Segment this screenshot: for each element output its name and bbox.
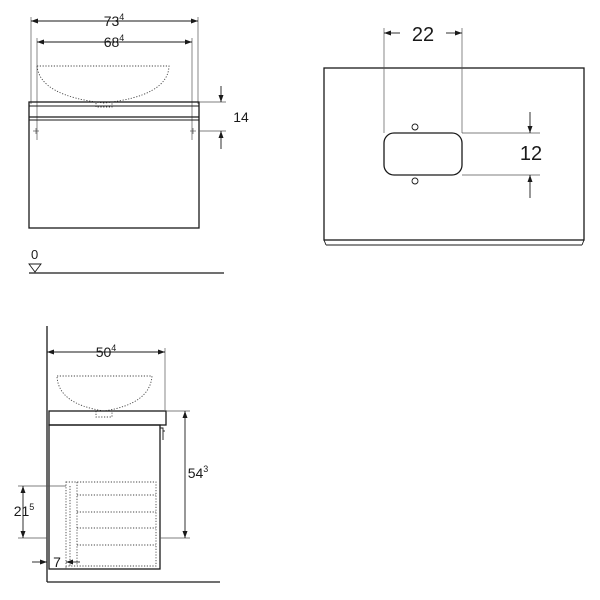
fixing-hole-bottom [411,177,419,185]
height-label: 543 [188,464,209,481]
depth-label: 504 [96,343,117,360]
cutout-width-label: 22 [412,24,434,46]
basin-width-label: 684 [104,33,125,50]
side-basin-outline [56,375,153,412]
basin-drain [95,103,113,108]
drawer-handle [160,427,164,440]
worktop-top-outline [323,67,585,241]
floor-level-marker: 0 [28,247,224,274]
overall-width-label: 734 [104,12,125,29]
front-view: 734 684 14 [28,12,249,229]
drawer-height-label: 215 [14,502,35,519]
side-worktop [48,410,167,426]
side-cabinet-body [48,424,161,570]
basin-cutout [383,132,463,176]
cutout-height-label: 12 [520,143,542,165]
wall-offset-label: 7 [53,554,61,570]
level-triangle-icon [28,263,42,273]
fixing-hole-top [411,123,419,131]
drawer-box-outline [65,481,157,567]
cabinet-body [28,101,200,229]
level-label: 0 [31,247,38,262]
side-view: 504 543 215 [14,326,220,583]
worktop-height-label: 14 [233,109,249,125]
side-basin-drain [95,411,113,418]
basin-outline [36,65,170,104]
top-view: 22 12 [323,24,585,246]
